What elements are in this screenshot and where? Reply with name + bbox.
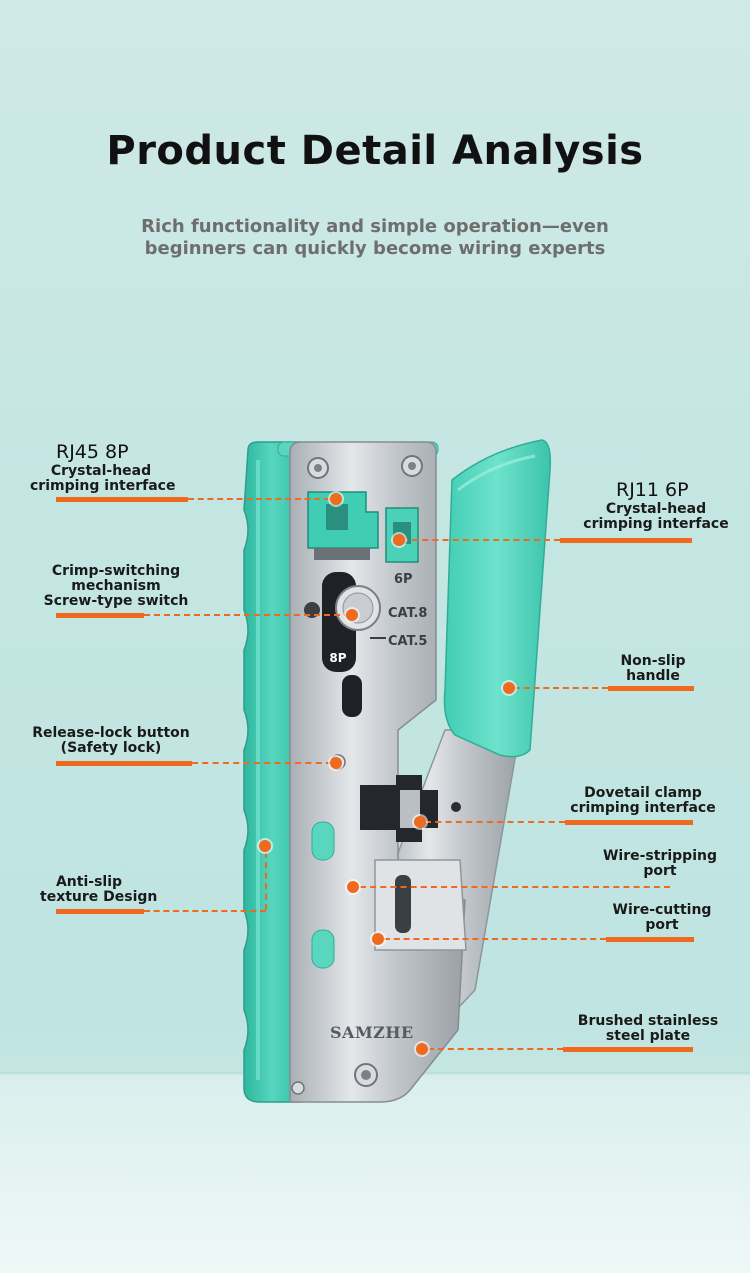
callout-wire-strip: Wire-stripping port [602,848,717,879]
callout-release-lock: Release-lock button (Safety lock) [32,725,190,756]
callout-rj11-dot [393,534,405,546]
callout-anti-slip-line [144,910,266,912]
callout-anti-slip-dot [259,840,271,852]
callout-non-slip: Non-slip handle [620,653,686,684]
callout-anti-slip: Anti-slip texture Design [40,874,158,905]
callout-wire-strip-line [360,886,670,888]
page-title: Product Detail Analysis [106,128,644,174]
callout-dovetail-bar [565,820,693,825]
callout-release-lock-dot [330,757,342,769]
brand-logo-text: SAMZHE [330,1023,414,1042]
callout-steel-plate-line [428,1048,563,1050]
callout-rj11: RJ11 6P Crystal-head crimping interface [580,478,732,532]
callout-steel-plate: Brushed stainless steel plate [577,1013,719,1044]
callout-anti-slip-bar [56,909,144,914]
callout-crimp-switch-dot [346,609,358,621]
callout-dovetail: Dovetail clamp crimping interface [570,785,716,816]
pivot-pin [451,802,461,812]
callout-rj11-line [402,539,560,541]
callout-non-slip-bar [608,686,694,691]
callout-release-lock-bar [56,761,192,766]
callout-crimp-switch: Crimp-switching mechanism Screw-type swi… [43,563,189,609]
screw-icon [354,1063,378,1087]
callout-crimp-switch-bar [56,613,144,618]
callout-rj45: RJ45 8P Crystal-head crimping interface [30,441,176,494]
callout-rj45-title: RJ45 8P [56,441,129,463]
wire-strip-port [374,859,467,951]
callout-wire-cut: Wire-cutting port [612,902,712,933]
callout-non-slip-line [514,687,608,689]
callout-wire-cut-line [384,938,606,940]
callout-non-slip-dot [503,682,515,694]
callout-rj45-bar [56,497,188,502]
callout-dovetail-dot [414,816,426,828]
non-slip-handle [443,439,552,758]
callout-rj45-line [188,498,330,500]
subtitle-line: Rich functionality and simple operation—… [141,216,609,237]
floor-surface [0,1075,750,1273]
callout-rj11-title: RJ11 6P [616,479,689,501]
cat8-mark: CAT.8 [388,606,427,621]
subtitle-line: beginners can quickly become wiring expe… [144,238,606,259]
cat5-mark: CAT.5 [388,634,427,649]
callout-rj11-bar [560,538,692,543]
rj45-8p-port [307,491,379,560]
callout-wire-cut-dot [372,933,384,945]
rj11-6p-port [385,507,419,563]
screw-icon [401,455,423,477]
callout-anti-slip-vline [265,852,267,910]
callout-steel-plate-dot [416,1043,428,1055]
six-p-mark: 6P [394,572,413,587]
callout-wire-strip-dot [347,881,359,893]
callout-steel-plate-bar [563,1047,693,1052]
callout-wire-cut-bar [606,937,694,942]
screw-icon [291,1081,305,1095]
lock-slot [342,675,362,717]
callout-rj45-dot [330,493,342,505]
screw-icon [307,457,329,479]
grip-window [311,821,335,969]
callout-dovetail-line [425,821,565,823]
callout-release-lock-line [192,762,332,764]
crimping-tool-image: 6P 8P CAT.8 CAT.5 SAMZHE [243,439,552,1103]
page-subtitle: Rich functionality and simple operation—… [95,216,655,260]
eight-p-mark: 8P [329,651,346,665]
callout-crimp-switch-line [144,614,350,616]
